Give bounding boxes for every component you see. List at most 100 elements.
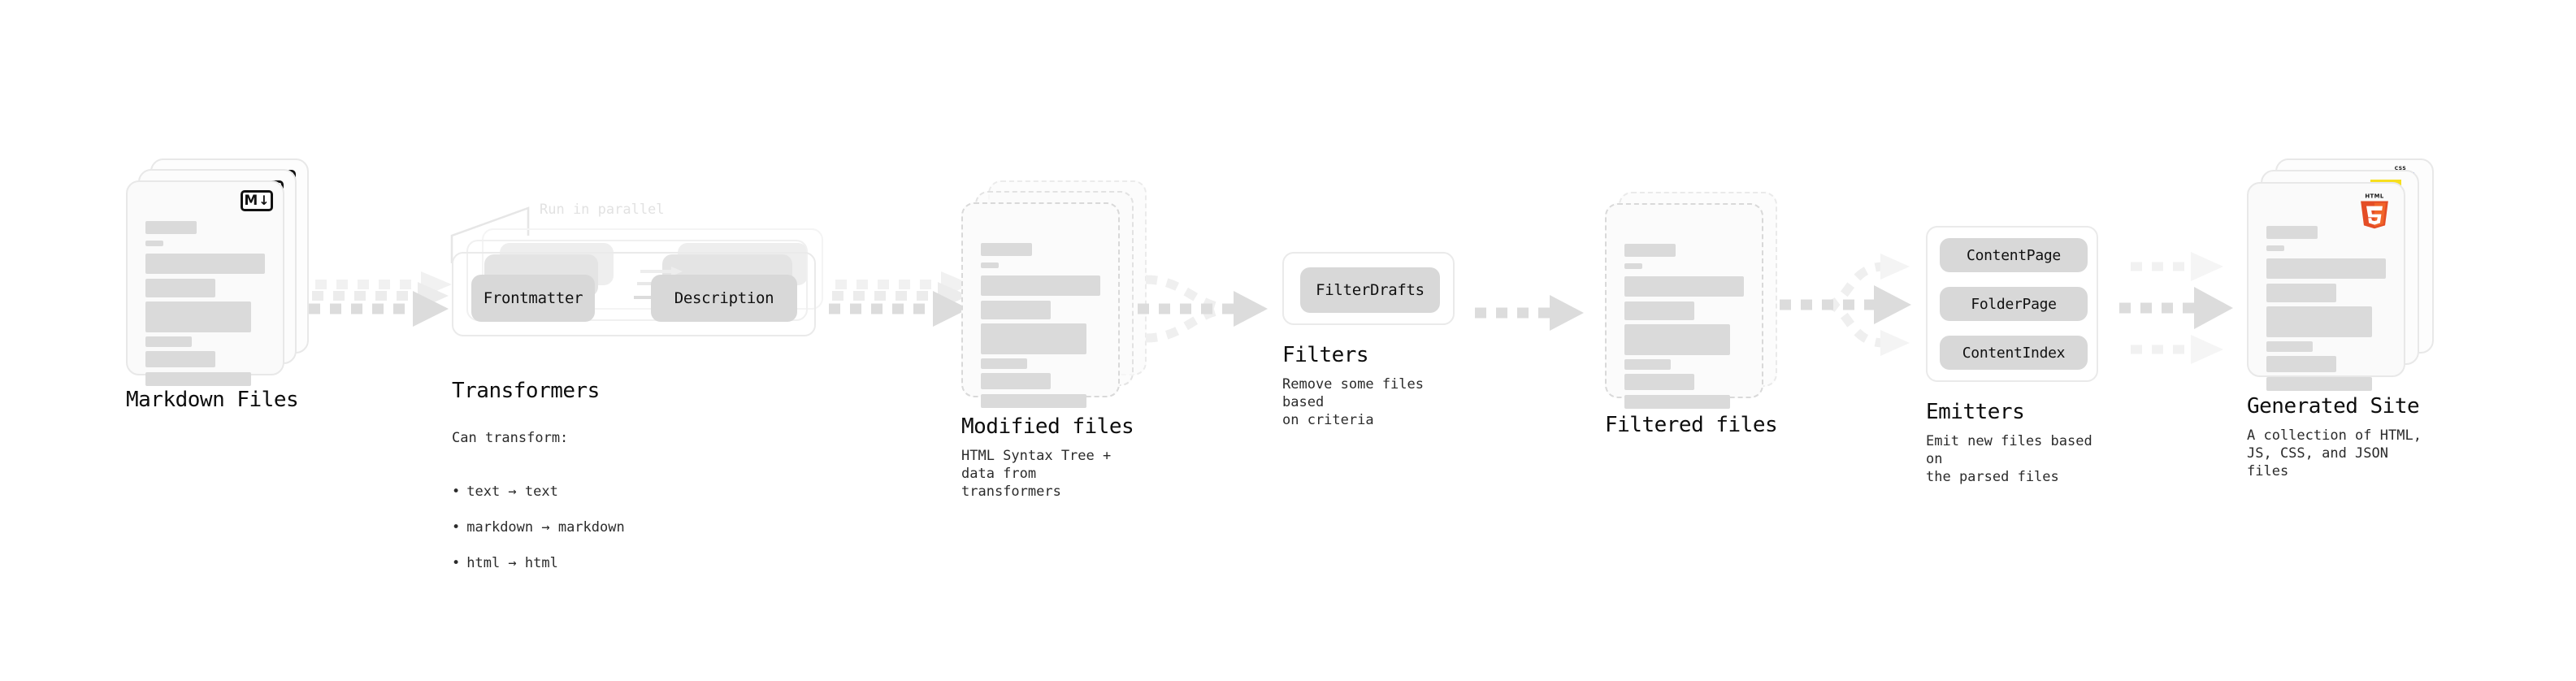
stage-title-markdown-files: Markdown Files (126, 388, 299, 412)
transformer-box-front: Frontmatter Description (452, 252, 816, 336)
file-card-front: M ↓ (126, 180, 284, 386)
skeleton-line (2266, 284, 2336, 302)
emitter-pill-folderpage[interactable]: FolderPage (1940, 287, 2088, 321)
filters-box: FilterDrafts (1282, 252, 1455, 325)
file-card-front (961, 202, 1120, 408)
skeleton-line (1624, 324, 1730, 355)
stage-emitters: ContentPage FolderPage ContentIndex Emit… (1926, 226, 2098, 485)
emitter-pill-contentpage[interactable]: ContentPage (1940, 238, 2088, 272)
file-card-front: HTML (2247, 182, 2405, 391)
markdown-icon-arrow: ↓ (258, 193, 270, 208)
skeleton-line (981, 243, 1032, 256)
markdown-file-stack: M ↓ M ↓ M ↓ (126, 158, 309, 386)
pill-label: FilterDrafts (1316, 281, 1425, 299)
skeleton-line (2266, 377, 2372, 391)
connector-transformers-to-modified (829, 271, 972, 327)
pill-label: ContentPage (1967, 246, 2061, 264)
skeleton-line (1624, 244, 1676, 257)
transformer-pill-frontmatter[interactable]: Frontmatter (471, 275, 595, 322)
parallel-annotation: Run in parallel (540, 202, 665, 218)
skeleton-line (1624, 359, 1671, 370)
skeleton-line (1624, 263, 1642, 269)
connector-emitters-to-site (2119, 252, 2233, 364)
skeleton-line (1624, 374, 1694, 390)
markdown-icon-letter: M (244, 192, 258, 209)
connector-md-to-transformers (309, 271, 452, 327)
skeleton-line (145, 301, 251, 332)
transformer-box-stack: Frontmatter Description (452, 202, 842, 336)
pill-label: FolderPage (1971, 295, 2057, 313)
skeleton-line (145, 254, 265, 274)
stage-subtitle-emitters: Emit new files based on the parsed files (1926, 433, 2092, 485)
stage-markdown-files: M ↓ M ↓ M ↓ (126, 158, 309, 412)
filter-pill-filterdrafts[interactable]: FilterDrafts (1300, 267, 1440, 313)
skeleton-line (1624, 301, 1694, 320)
html5-icon: HTML (2361, 193, 2388, 229)
skeleton-line (145, 241, 163, 246)
skeleton-line (981, 373, 1051, 389)
transform-bullet-list: text → text markdown → markdown html → h… (452, 465, 625, 590)
stage-modified-files: Modified files HTML Syntax Tree + data f… (961, 180, 1147, 500)
arrow-main (1780, 285, 1911, 324)
emitters-box: ContentPage FolderPage ContentIndex (1926, 226, 2098, 382)
skeleton-line (145, 279, 215, 297)
arrow-ghost-mid (832, 282, 969, 310)
skeleton-line (981, 262, 999, 268)
connector-modified-to-filters (1138, 275, 1268, 343)
file-card-front (1605, 203, 1763, 409)
transform-bullet: html → html (452, 554, 625, 572)
arrow-branch-top (2131, 252, 2223, 281)
skeleton-line (145, 221, 197, 234)
transform-bullet: text → text (452, 483, 625, 501)
generated-site-stack: CSS HTML (2247, 158, 2434, 391)
skeleton-line (2266, 226, 2318, 239)
svg-text:HTML: HTML (2365, 193, 2383, 200)
stage-subtitle-filters: Remove some files based on criteria (1282, 376, 1424, 428)
arrow-branch-top (1826, 254, 1910, 310)
transform-intro: Can transform: (452, 430, 569, 446)
stage-generated-site: CSS HTML (2247, 158, 2434, 479)
skeleton-line (981, 394, 1086, 408)
pill-label: Description (674, 289, 774, 307)
skeleton-line (145, 336, 192, 347)
skeleton-line (981, 358, 1027, 369)
skeleton-line (981, 275, 1100, 296)
arrow-main (1138, 291, 1268, 327)
arrow-ghost-upper (835, 271, 972, 297)
arrow-main (309, 291, 449, 327)
filtered-file-stack (1605, 192, 1788, 411)
pill-label: ContentIndex (1962, 344, 2066, 362)
stage-filtered-files: Filtered files (1605, 192, 1788, 437)
transform-bullet: markdown → markdown (452, 518, 624, 536)
arrow-ghost-mid (312, 282, 449, 310)
skeleton-line (2266, 341, 2313, 352)
arrow-main (829, 291, 969, 327)
skeleton-line (2266, 245, 2284, 251)
stage-title-emitters: Emitters (1926, 400, 2025, 424)
emitter-pill-contentindex[interactable]: ContentIndex (1940, 336, 2088, 370)
stage-filters: FilterDrafts Filters Remove some files b… (1282, 252, 1455, 428)
stage-subtitle-generated-site: A collection of HTML, JS, CSS, and JSON … (2247, 427, 2422, 479)
connector-filters-to-filtered (1475, 295, 1584, 331)
stage-transformers: Run in parallel (450, 202, 842, 571)
stage-subtitle-transformers: Can transform: text → text markdown → ma… (452, 411, 625, 608)
stage-title-filters: Filters (1282, 343, 1369, 367)
arrow-main (1475, 295, 1584, 331)
skeleton-line (145, 372, 251, 386)
css3-icon-label: CSS (2394, 166, 2407, 171)
transformer-pill-description[interactable]: Description (651, 275, 797, 322)
skeleton-line (981, 301, 1051, 319)
modified-file-stack (961, 180, 1147, 408)
skeleton-line (145, 351, 215, 367)
skeleton-line (2266, 306, 2372, 337)
skeleton-line (1624, 395, 1730, 409)
stage-title-transformers: Transformers (452, 379, 600, 403)
arrow-branch-bottom (2131, 335, 2223, 364)
skeleton-line (1624, 276, 1744, 297)
skeleton-line (2266, 258, 2386, 279)
stage-title-generated-site: Generated Site (2247, 394, 2420, 419)
stage-title-filtered-files: Filtered files (1605, 413, 1778, 437)
skeleton-line (981, 323, 1086, 354)
stage-subtitle-modified-files: HTML Syntax Tree + data from transformer… (961, 448, 1112, 500)
